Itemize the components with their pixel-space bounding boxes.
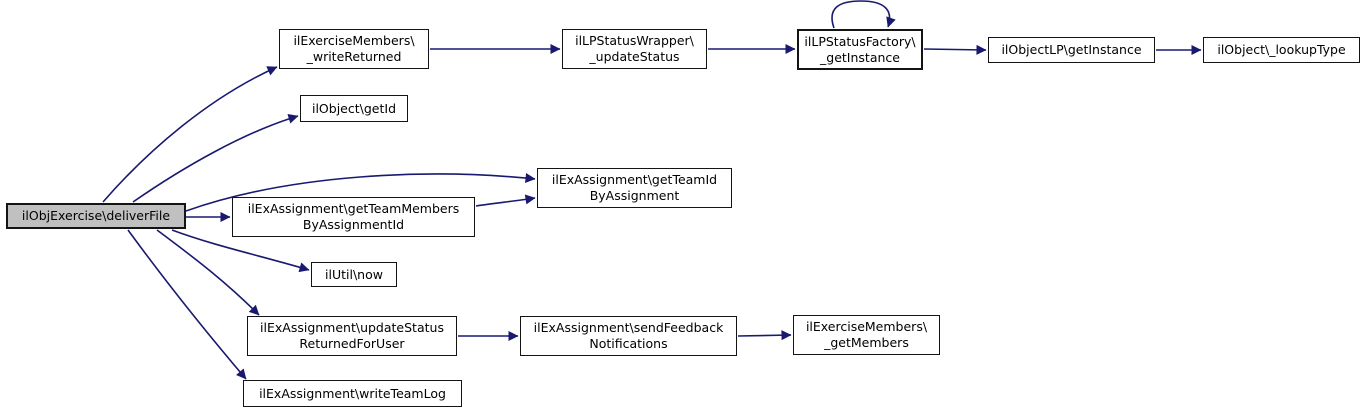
edge-getinstancefactory-to-getinstanceobjectlp — [923, 44, 987, 55]
edge-deliverfile-to-getteamidbyassignment — [185, 173, 536, 212]
node-ilobjectlp-getinstance[interactable]: ilObjectLP\getInstance — [988, 37, 1155, 63]
node-ilexassignment-getteamidbyassignment[interactable]: ilExAssignment\getTeamId ByAssignment — [537, 168, 732, 208]
edge-deliverfile-to-ilutil-now — [171, 229, 310, 273]
node-illpstatuswrapper-updatestatus[interactable]: ilLPStatusWrapper\ _updateStatus — [562, 29, 707, 69]
node-ilexassignment-sendfeedbacknotifications[interactable]: ilExAssignment\sendFeedback Notification… — [520, 316, 737, 356]
edge-deliverfile-to-writereturned — [102, 66, 278, 203]
edge-deliverfile-to-updatestatusreturnedforuser — [156, 229, 260, 316]
edge-getteammembers-to-getteamid — [475, 194, 536, 207]
node-ilexercisemembers-getmembers[interactable]: ilExerciseMembers\ _getMembers — [793, 315, 940, 355]
node-ilexercisemembers-writereturned[interactable]: ilExerciseMembers\ _writeReturned — [279, 29, 429, 69]
node-ilobject-getid[interactable]: ilObject\getId — [300, 95, 408, 122]
edge-getinstancefactory-self-loop — [831, 0, 896, 29]
node-ilobjexercise-deliverfile: ilObjExercise\deliverFile — [6, 203, 186, 229]
edge-sendfeedback-to-getmembers — [737, 330, 792, 341]
node-ilexassignment-getteammembersbyassignmentid[interactable]: ilExAssignment\getTeamMembers ByAssignme… — [232, 197, 475, 237]
node-ilexassignment-writeteamlog[interactable]: ilExAssignment\writeTeamLog — [243, 380, 462, 407]
node-ilexassignment-updatestatusreturnedforuser[interactable]: ilExAssignment\updateStatus ReturnedForU… — [247, 316, 457, 356]
node-ilobject-lookuptype[interactable]: ilObject\_lookupType — [1203, 37, 1360, 63]
edge-deliverfile-to-writeteamlog — [127, 229, 247, 380]
node-ilutil-now[interactable]: ilUtil\now — [311, 262, 397, 287]
node-illpstatusfactory-getinstance[interactable]: ilLPStatusFactory\ _getInstance — [797, 29, 923, 70]
edge-deliverfile-to-getid — [132, 113, 299, 203]
